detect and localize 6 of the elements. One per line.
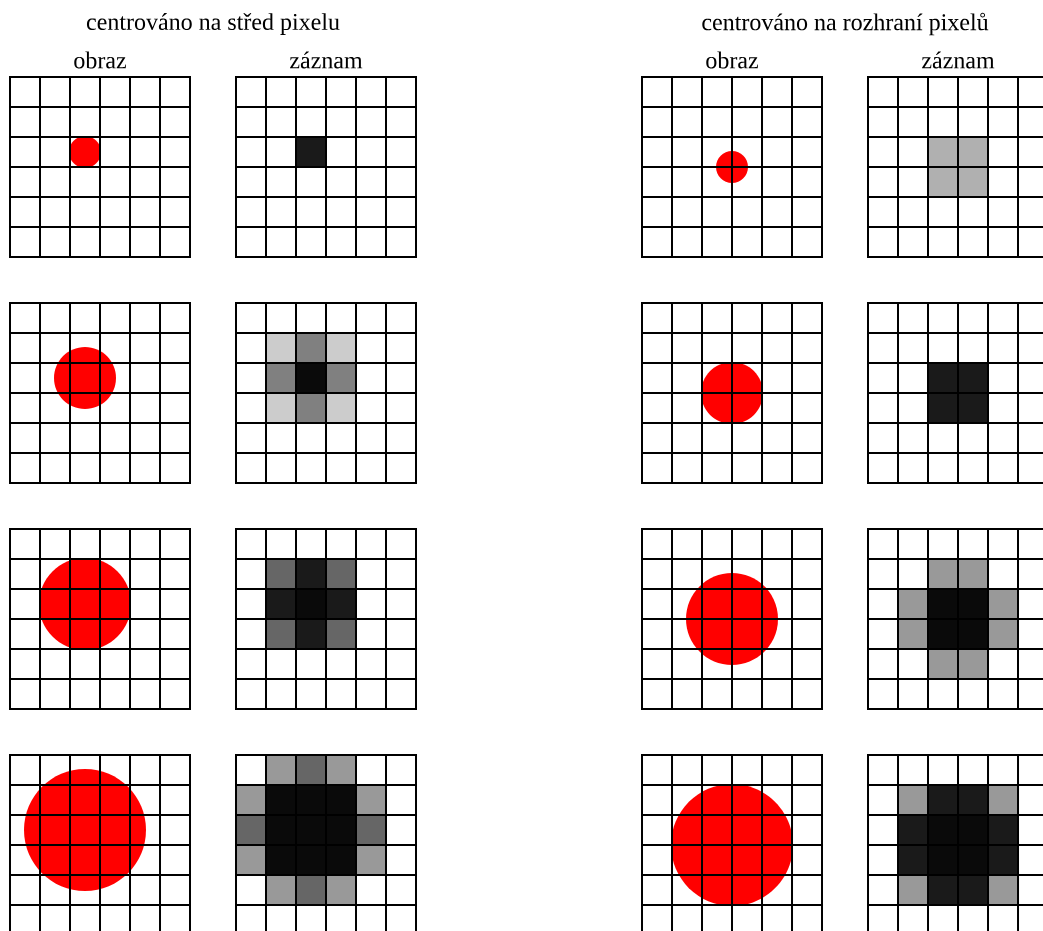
heading: centrováno na střed pixelu (86, 13, 340, 35)
column-heading: obraz (706, 51, 758, 69)
heading: centrováno na rozhraní pixelů (702, 12, 989, 36)
column-heading: obraz (74, 51, 126, 69)
column-heading: záznam (290, 51, 363, 69)
column-heading: záznam (922, 51, 995, 69)
